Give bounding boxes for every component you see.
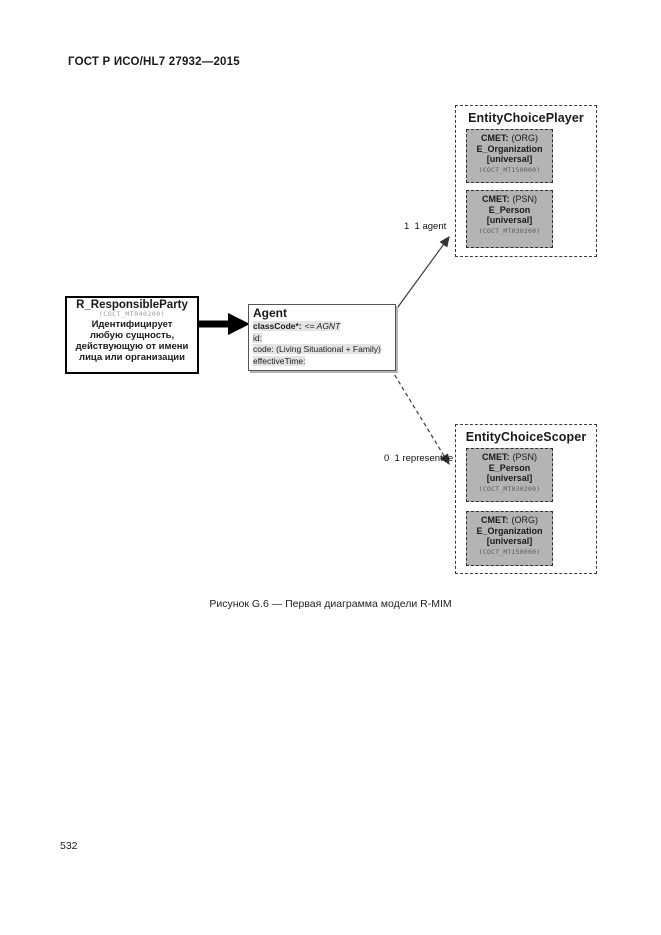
entity-choice-player-box: EntityChoicePlayer CMET:(ORG) E_Organiza…	[455, 105, 597, 257]
cmet-person-box: CMET:(PSN) E_Person [universal] (COCT_MT…	[466, 190, 553, 248]
document-header: ГОСТ Р ИСО/HL7 27932—2015	[68, 56, 240, 68]
entity-choice-scoper-box: EntityChoiceScoper CMET:(PSN) E_Person […	[455, 424, 597, 574]
cmet-artifact-id: (COCT_MT150000)	[478, 547, 541, 556]
cmet-name: E_Person	[488, 204, 531, 215]
agent-attribute-code: code: (Living Situational + Family)	[253, 344, 381, 354]
page-number: 532	[60, 840, 78, 852]
description-line: действующую от имени	[75, 341, 189, 352]
association-label-agent: 1 1 agent	[404, 221, 447, 232]
entity-choice-scoper-title: EntityChoiceScoper	[465, 430, 587, 444]
cmet-name: E_Organization	[476, 143, 543, 154]
cmet-code: (ORG)	[511, 133, 539, 143]
entry-point-arrowhead	[228, 313, 250, 335]
agent-title: Agent	[253, 306, 287, 320]
attribute-name: classCode*:	[253, 321, 302, 331]
attribute-value: <= AGNT	[304, 321, 341, 331]
cmet-organization-box: CMET:(ORG) E_Organization [universal] (C…	[466, 129, 553, 183]
cmet-organization-box: CMET:(ORG) E_Organization [universal] (C…	[466, 511, 553, 566]
cmet-label: CMET:	[482, 452, 510, 462]
responsible-party-title: R_ResponsibleParty	[76, 299, 188, 311]
association-line-scoper	[390, 368, 450, 466]
description-line: лица или организации	[79, 352, 185, 363]
cmet-artifact-id: (COCT_MT030200)	[478, 484, 541, 493]
description-line: Идентифицирует	[91, 319, 173, 330]
agent-attribute-id: id:	[253, 332, 262, 343]
cmet-artifact-id: (COCT_MT030200)	[478, 226, 541, 235]
description-line: любую сущность,	[89, 330, 175, 341]
responsible-party-artifact-id: (COCT_MT040200)	[98, 310, 166, 318]
cmet-variant: [universal]	[486, 536, 533, 546]
association-line-player	[394, 236, 450, 312]
figure-caption: Рисунок G.6 — Первая диаграмма модели R-…	[209, 598, 452, 610]
cmet-name: E_Person	[488, 462, 531, 473]
cmet-artifact-id: (COCT_MT150000)	[478, 165, 541, 174]
cmet-code: (PSN)	[512, 194, 538, 204]
cmet-variant: [universal]	[486, 215, 533, 225]
responsible-party-description: Идентифицирует любую сущность, действующ…	[67, 319, 197, 363]
cmet-variant: [universal]	[486, 154, 533, 164]
entity-choice-player-title: EntityChoicePlayer	[468, 111, 584, 125]
association-label-representee: 0 1 representee	[384, 453, 454, 464]
cmet-name: E_Organization	[476, 525, 543, 536]
responsible-party-class-box: R_ResponsibleParty (COCT_MT040200) Идент…	[65, 296, 199, 374]
agent-class-box: Agent classCode*:<= AGNT id: code: (Livi…	[248, 304, 396, 371]
agent-attribute-classcode: classCode*:<= AGNT	[249, 321, 395, 333]
cmet-label: CMET:	[482, 194, 510, 204]
cmet-code: (ORG)	[511, 515, 539, 525]
agent-attribute-effectivetime: effectiveTime:	[253, 355, 306, 366]
cmet-label: CMET:	[481, 133, 509, 143]
cmet-variant: [universal]	[486, 473, 533, 483]
cmet-code: (PSN)	[512, 452, 538, 462]
cmet-label: CMET:	[481, 515, 509, 525]
cmet-person-box: CMET:(PSN) E_Person [universal] (COCT_MT…	[466, 448, 553, 502]
